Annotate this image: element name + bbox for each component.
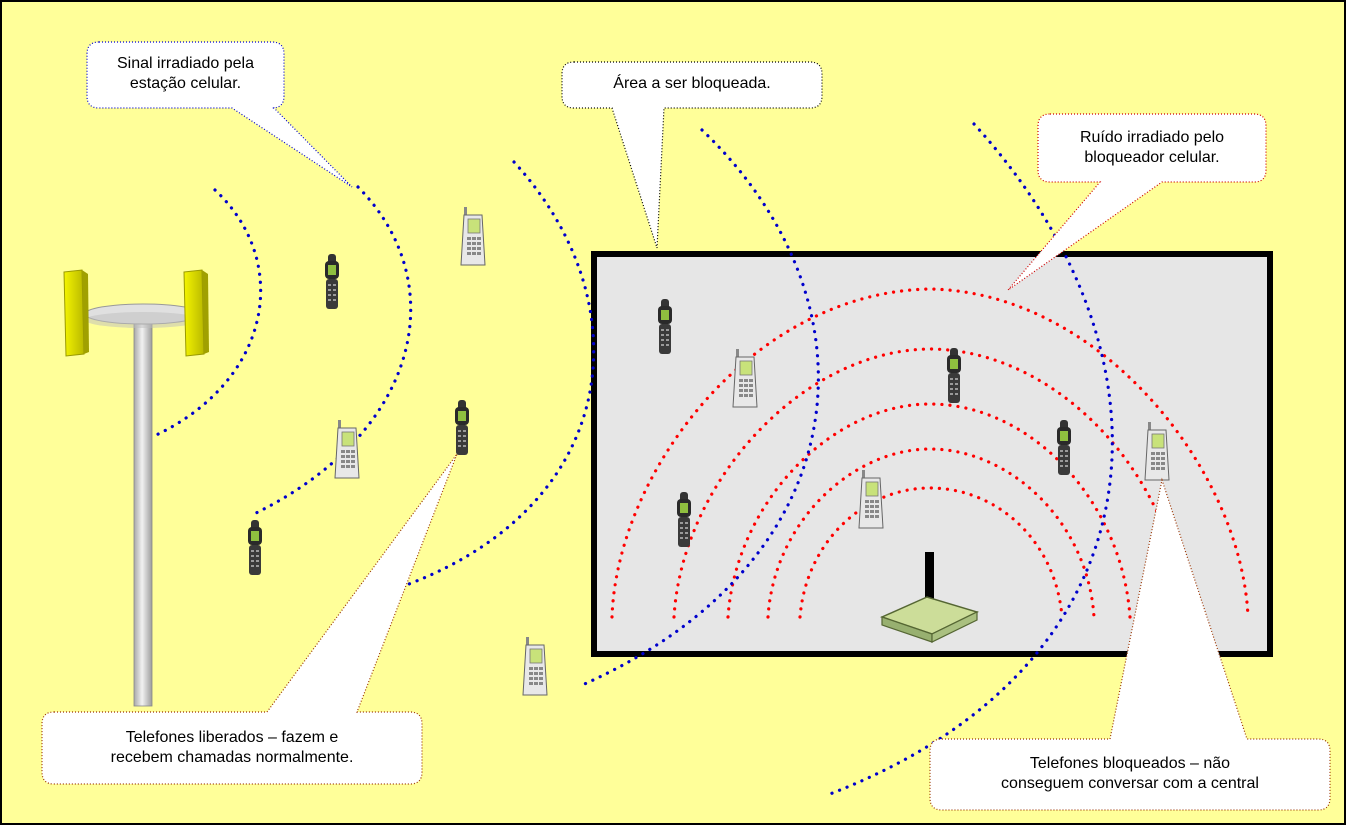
flip-phone-icon <box>455 400 469 455</box>
bar-phone-icon <box>732 348 758 408</box>
flip-phone-icon <box>325 254 339 309</box>
jammer-device-icon <box>879 552 980 643</box>
callout-tower-signal: Sinal irradiado pela estação celular. <box>117 55 254 92</box>
callout-bubble-area-blocked <box>561 61 823 249</box>
flip-phone-icon <box>1057 420 1071 475</box>
signal-arc-1 <box>150 188 263 439</box>
callout-phones-blocked: Telefones bloqueados – não conseguem con… <box>1001 755 1259 792</box>
flip-phone-icon <box>947 348 961 403</box>
noise-arc-5 <box>798 486 1064 619</box>
jammer-noise-waves <box>610 287 1250 619</box>
bar-phone-icon <box>460 206 486 266</box>
signal-arc-5 <box>828 122 1114 796</box>
flip-phone-icon <box>658 299 672 354</box>
signal-arc-3 <box>407 160 596 586</box>
bar-phone-icon <box>1144 421 1170 481</box>
flip-phone-icon <box>677 492 691 547</box>
callout-area-blocked: Área a ser bloqueada. <box>613 75 771 92</box>
bar-phone-icon <box>334 419 360 479</box>
signal-arc-2 <box>252 185 413 516</box>
noise-arc-3 <box>726 402 1132 619</box>
cell-tower-icon <box>63 269 209 707</box>
callout-phones-free: Telefones liberados – fazem e recebem ch… <box>110 729 354 766</box>
callout-bubble-phones-free <box>41 453 458 785</box>
bar-phone-icon <box>858 469 884 529</box>
callout-jammer-noise: Ruído irradiado pelo bloqueador celular. <box>1079 129 1225 166</box>
callout-bubble-tower-signal <box>86 41 353 188</box>
callout-bubble-phones-blocked <box>929 477 1331 811</box>
callout-bubble-jammer-noise <box>1007 113 1267 291</box>
noise-arc-2 <box>672 347 1186 619</box>
bar-phone-icon <box>522 636 548 696</box>
tower-signal-waves <box>150 122 1114 796</box>
flip-phone-icon <box>248 520 262 575</box>
